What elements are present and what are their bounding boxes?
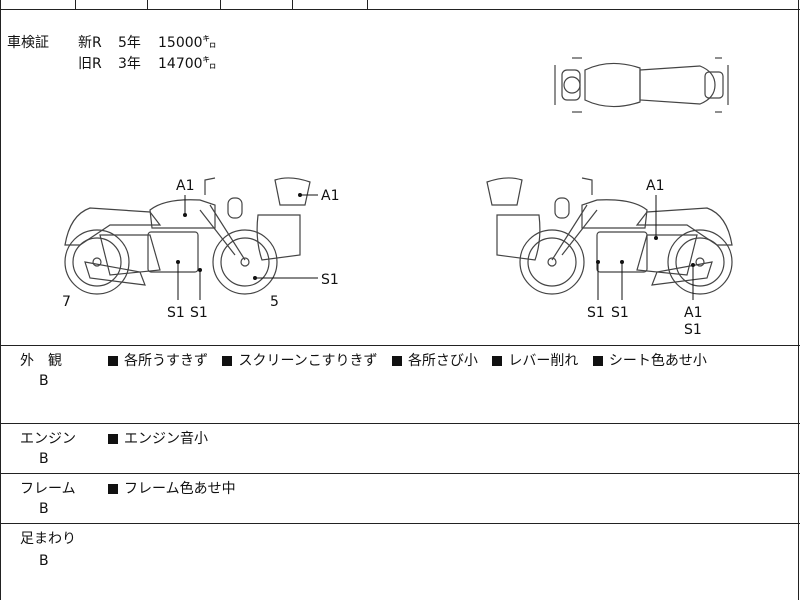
mark-left-top-a1: A1 <box>176 178 194 194</box>
left-border <box>0 0 1 600</box>
mark-left-case-a1: A1 <box>321 188 339 204</box>
section-frame-label: フレーム <box>20 481 76 497</box>
motorcycle-diagrams: A1 A1 S1 S1 S1 7 5 A1 S1 S1 A1 S1 <box>62 57 733 338</box>
bullet-square-icon <box>592 356 603 366</box>
top-divider <box>220 0 221 9</box>
right-view-motorcycle <box>486 177 733 295</box>
mark-left-s1-a: S1 <box>167 305 185 321</box>
mark-right-s1-b: S1 <box>611 305 629 321</box>
inspection-old-km: 14700㌔ <box>158 56 217 72</box>
section-divider <box>0 423 800 424</box>
top-divider <box>75 0 76 9</box>
section-engine-grade: B <box>39 451 49 467</box>
top-divider <box>292 0 293 9</box>
inspection-new-plate: 新R <box>78 35 102 51</box>
bullet-square-icon <box>108 484 118 494</box>
section-divider <box>0 473 800 474</box>
bullet-square-icon <box>108 356 118 366</box>
bullet-square-icon <box>108 434 118 444</box>
right-border <box>798 0 799 600</box>
section-frame-grade: B <box>39 501 49 517</box>
section-exterior-items: 各所うすきず スクリーンこすりきず 各所さび小 レバー削れ シート色あせ小 <box>108 350 717 370</box>
list-item: スクリーンこすりきず <box>222 353 377 369</box>
left-view-motorcycle <box>64 177 311 295</box>
mark-right-a1-bottom: A1 <box>684 305 702 321</box>
inspection-new-km: 15000㌔ <box>158 35 217 51</box>
top-border <box>0 9 800 10</box>
mark-right-s1-a: S1 <box>587 305 605 321</box>
list-item: 各所さび小 <box>391 353 478 369</box>
inspection-old-plate: 旧R <box>78 56 102 72</box>
bullet-square-icon <box>222 356 233 366</box>
section-frame-items: フレーム色あせ中 <box>108 478 246 498</box>
bullet-square-icon <box>492 356 503 366</box>
top-divider <box>147 0 148 9</box>
section-suspension-label: 足まわり <box>20 531 76 547</box>
inspection-label: 車検証 <box>7 35 49 51</box>
list-item: レバー削れ <box>492 353 578 369</box>
section-suspension-grade: B <box>39 553 49 569</box>
inspection-new-years: 5年 <box>118 35 141 51</box>
bullet-square-icon <box>391 356 402 366</box>
mark-left-s1-right: S1 <box>321 272 339 288</box>
list-item: エンジン音小 <box>108 431 208 447</box>
inspection-old-years: 3年 <box>118 56 141 72</box>
mark-right-s1-bottom: S1 <box>684 322 702 338</box>
mark-left-num-5: 5 <box>270 294 279 310</box>
list-item: フレーム色あせ中 <box>108 481 236 497</box>
section-engine-items: エンジン音小 <box>108 428 218 448</box>
section-divider <box>0 523 800 524</box>
section-engine-label: エンジン <box>20 431 76 447</box>
list-item: 各所うすきず <box>108 353 208 369</box>
mark-right-a1-top: A1 <box>646 178 664 194</box>
section-exterior-label: 外 観 <box>20 353 62 369</box>
section-exterior-grade: B <box>39 373 49 389</box>
top-divider <box>367 0 368 9</box>
section-divider <box>0 345 800 346</box>
mark-left-s1-b: S1 <box>190 305 208 321</box>
top-view-motorcycle <box>554 57 729 113</box>
list-item: シート色あせ小 <box>592 353 707 369</box>
mark-left-num-7: 7 <box>62 294 71 310</box>
